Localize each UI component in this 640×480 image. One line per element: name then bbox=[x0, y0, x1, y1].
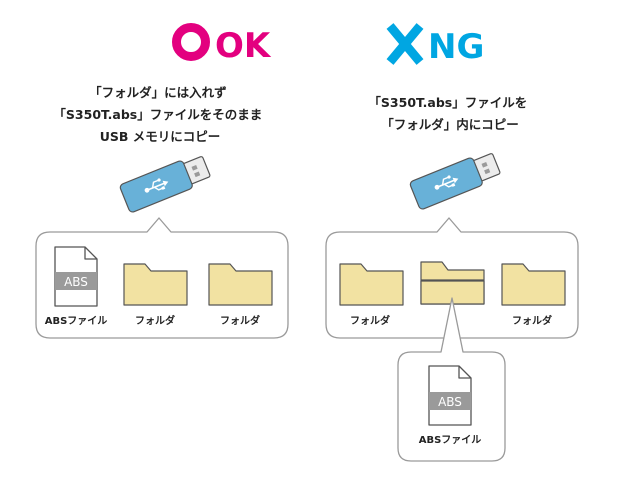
folder-icon bbox=[501, 263, 566, 306]
ng-item-label-1: フォルダ bbox=[350, 314, 390, 327]
usb-drive-icon bbox=[119, 156, 211, 213]
folder-icon bbox=[123, 263, 188, 306]
ok-heading: OK bbox=[172, 23, 272, 66]
ok-instruction-line-3: USB メモリにコピー bbox=[100, 129, 221, 144]
ng-nested-item-label: ABSファイル bbox=[419, 434, 482, 446]
ok-instruction-line-2: 「S350T.abs」ファイルをそのまま bbox=[53, 107, 262, 122]
ok-instruction-line-1: 「フォルダ」には入れず bbox=[89, 85, 227, 100]
abs-file-icon: ABS bbox=[54, 246, 98, 307]
cross-x-icon bbox=[386, 23, 424, 65]
ng-instruction-line-2: 「フォルダ」内にコピー bbox=[381, 117, 519, 132]
ok-item-label-2: フォルダ bbox=[135, 314, 175, 327]
usb-drive-icon bbox=[409, 153, 501, 210]
abs-file-icon: ABS bbox=[428, 365, 472, 426]
file-band bbox=[55, 272, 97, 290]
folder-icon bbox=[208, 263, 273, 306]
circle-o-icon bbox=[172, 23, 210, 61]
ng-heading: NG bbox=[386, 23, 484, 67]
ok-instruction: 「フォルダ」には入れず 「S350T.abs」ファイルをそのまま USB メモリ… bbox=[53, 85, 266, 144]
ok-item-label-3: フォルダ bbox=[220, 314, 260, 327]
ok-section: OK 「フォルダ」には入れず 「S350T.abs」ファイルをそのまま USB … bbox=[35, 23, 289, 339]
file-icon-text: ABS bbox=[64, 275, 88, 289]
ng-section: NG 「S350T.abs」ファイルを 「フォルダ」内にコピー フォルダ フォル… bbox=[325, 23, 579, 462]
file-band bbox=[429, 392, 471, 410]
ok-item-label-1: ABSファイル bbox=[45, 315, 108, 327]
ok-heading-text: OK bbox=[215, 26, 272, 66]
open-folder-icon bbox=[420, 261, 485, 305]
ng-instruction: 「S350T.abs」ファイルを 「フォルダ」内にコピー bbox=[368, 95, 531, 132]
folder-icon bbox=[339, 263, 404, 306]
ng-item-label-2: フォルダ bbox=[512, 314, 552, 327]
file-icon-text: ABS bbox=[438, 395, 462, 409]
ng-heading-text: NG bbox=[428, 27, 484, 67]
ng-instruction-line-1: 「S350T.abs」ファイルを bbox=[368, 95, 527, 110]
